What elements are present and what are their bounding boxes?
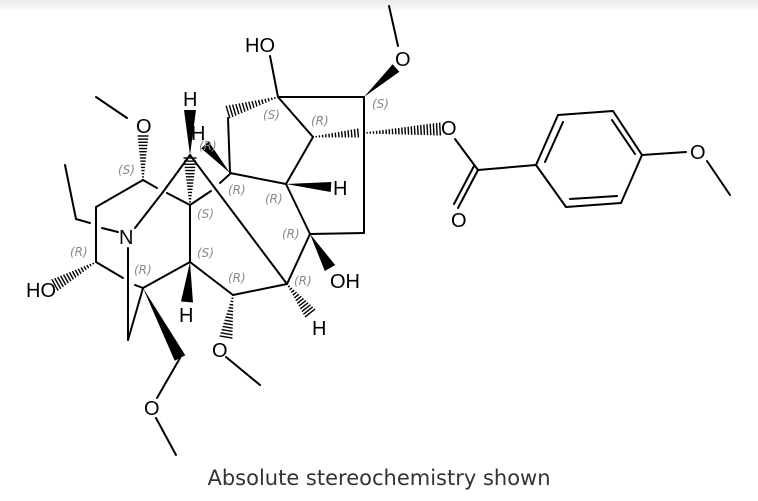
- bond: [286, 233, 311, 285]
- hashed-bond: [183, 157, 197, 206]
- stereo-label: (R): [228, 271, 246, 285]
- atom-label-h: H: [191, 123, 205, 145]
- bond: [620, 154, 643, 204]
- top-edge-shadow: [0, 0, 758, 12]
- bond: [641, 151, 687, 156]
- bond: [225, 356, 261, 386]
- stereo-label: (R): [265, 192, 283, 206]
- atom-label-ho-top: HO: [245, 35, 275, 57]
- bond: [64, 164, 77, 220]
- molecule-structure: HO O O O O O H H H N HO OH H H O O (S) (…: [26, 5, 731, 456]
- bond: [134, 191, 164, 229]
- atom-label-h: H: [333, 178, 347, 200]
- wedge-bond: [364, 64, 400, 97]
- bond: [457, 169, 479, 209]
- bond: [127, 287, 144, 341]
- atom-label-o: O: [441, 118, 457, 140]
- atom-label-o: O: [212, 340, 228, 362]
- bond: [189, 261, 234, 296]
- wedge-bond: [184, 110, 196, 155]
- atom-label-o: O: [136, 116, 152, 138]
- bond: [142, 179, 158, 189]
- bond: [189, 154, 288, 285]
- bond: [101, 227, 119, 233]
- stereo-label: (S): [263, 108, 280, 122]
- atom-label-n: N: [119, 227, 133, 249]
- atom-label-h: H: [183, 89, 197, 111]
- stereo-label: (R): [70, 245, 88, 259]
- bond: [155, 417, 177, 456]
- bond: [388, 5, 399, 47]
- hashed-bond: [286, 283, 316, 318]
- stereo-label: (R): [282, 227, 300, 241]
- bond: [232, 283, 288, 296]
- atom-label-o: O: [451, 210, 467, 232]
- stereo-label: (S): [118, 163, 135, 177]
- atom-label-o: O: [144, 398, 160, 420]
- bond: [565, 202, 622, 208]
- atom-label-o: O: [395, 49, 411, 71]
- atom-label-ho-left: HO: [26, 280, 56, 302]
- stereo-label: (R): [311, 114, 329, 128]
- bond: [277, 96, 314, 138]
- bond: [557, 110, 614, 116]
- wedge-bond: [143, 288, 186, 361]
- bond: [285, 136, 314, 185]
- bond: [454, 138, 479, 171]
- wedge-bond: [201, 141, 230, 173]
- bonds: [64, 5, 731, 456]
- bond: [612, 110, 643, 156]
- bond: [477, 164, 537, 171]
- bond: [706, 160, 731, 196]
- hashed-bond: [225, 96, 279, 119]
- hashed-bond: [363, 122, 442, 136]
- atom-label-o: O: [690, 142, 706, 164]
- atom-label-h: H: [312, 318, 326, 340]
- bond: [285, 183, 311, 235]
- atom-label-h: H: [179, 305, 193, 327]
- wedge-bond: [181, 262, 193, 303]
- stereo-label: (R): [228, 183, 246, 197]
- bond: [75, 218, 91, 224]
- bond: [453, 165, 475, 205]
- bond: [229, 172, 287, 185]
- bond: [544, 121, 564, 163]
- bond: [142, 261, 191, 289]
- stereo-label: (S): [197, 246, 214, 260]
- stereochemistry-caption: Absolute stereochemistry shown: [207, 466, 551, 490]
- bond: [166, 192, 191, 206]
- bond: [535, 164, 567, 208]
- bond: [95, 179, 144, 208]
- bond: [309, 232, 365, 235]
- stereo-label: (S): [197, 207, 214, 221]
- hashed-bond: [219, 294, 234, 339]
- bond: [189, 190, 212, 206]
- bond: [219, 172, 232, 184]
- atom-label-oh: OH: [330, 271, 360, 293]
- bond: [95, 96, 128, 119]
- stereo-label: (S): [372, 97, 389, 111]
- hashed-bond: [137, 135, 149, 181]
- stereo-label: (R): [134, 263, 152, 277]
- hashed-bond: [312, 128, 360, 138]
- stereo-bonds: [51, 64, 442, 361]
- stereo-label: (R): [199, 139, 217, 153]
- bond: [134, 284, 144, 289]
- bond: [95, 261, 124, 279]
- wedge-bond: [310, 234, 336, 272]
- bond: [611, 119, 636, 155]
- bond: [156, 357, 181, 399]
- bond: [227, 117, 231, 174]
- bond: [269, 55, 279, 98]
- bond: [535, 114, 559, 166]
- hashed-bond: [51, 261, 97, 292]
- wedge-bond: [286, 182, 332, 192]
- bond: [569, 195, 618, 200]
- stereo-label: (R): [294, 274, 312, 288]
